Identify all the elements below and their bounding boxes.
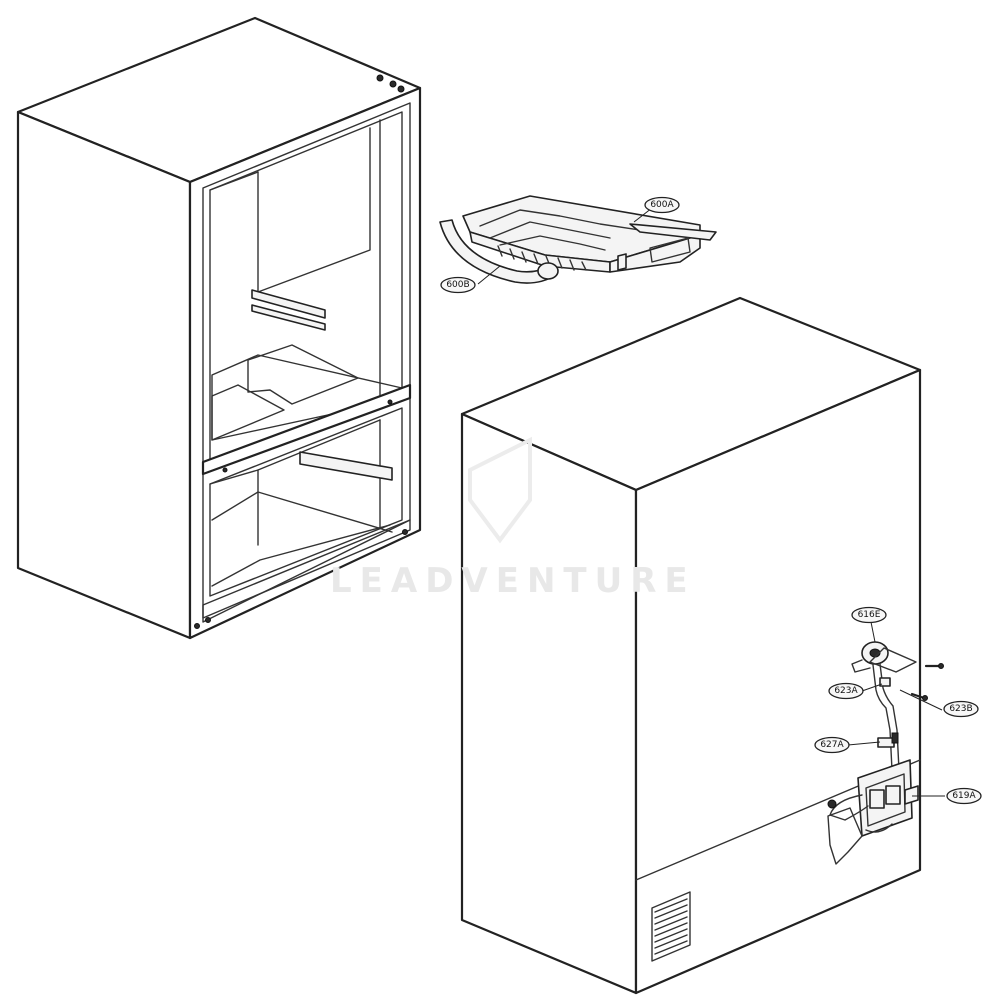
upper-rail <box>251 289 326 319</box>
rear-cabinet: LEADVENTURE <box>330 296 922 995</box>
water-line-assembly <box>827 641 944 865</box>
water-tube <box>872 664 894 821</box>
rear-vent-louvers <box>651 891 691 962</box>
rear-cabinet-back-face <box>634 368 922 995</box>
wire-harness <box>829 794 869 821</box>
callout-leaders <box>477 207 945 797</box>
front-cabinet <box>16 16 422 640</box>
callout-616E: 616E <box>851 606 887 624</box>
callout-600B: 600B <box>440 276 476 294</box>
callout-600A: 600A <box>644 196 680 214</box>
svg-text:616E: 616E <box>858 610 881 620</box>
watermark-text: LEADVENTURE <box>330 561 696 601</box>
svg-text:619A: 619A <box>952 791 976 801</box>
callout-623A: 623A <box>828 682 864 700</box>
ice-maker-assembly <box>439 195 717 284</box>
tube-clip-623a <box>879 677 891 687</box>
rear-cabinet-left-face <box>460 412 638 995</box>
svg-text:627A: 627A <box>820 740 844 750</box>
svg-text:600B: 600B <box>446 280 469 290</box>
cabinet-front-frame <box>188 86 422 640</box>
cabinet-left-face <box>16 110 192 640</box>
svg-text:623B: 623B <box>949 704 972 714</box>
callout-627A: 627A <box>814 736 850 754</box>
callout-619A: 619A <box>946 787 982 805</box>
middle-mullion <box>201 383 412 476</box>
svg-text:600A: 600A <box>650 200 674 210</box>
callout-623B: 623B <box>943 700 979 718</box>
svg-text:623A: 623A <box>834 686 858 696</box>
lower-rail <box>299 451 393 481</box>
water-valve-bracket <box>857 759 913 837</box>
